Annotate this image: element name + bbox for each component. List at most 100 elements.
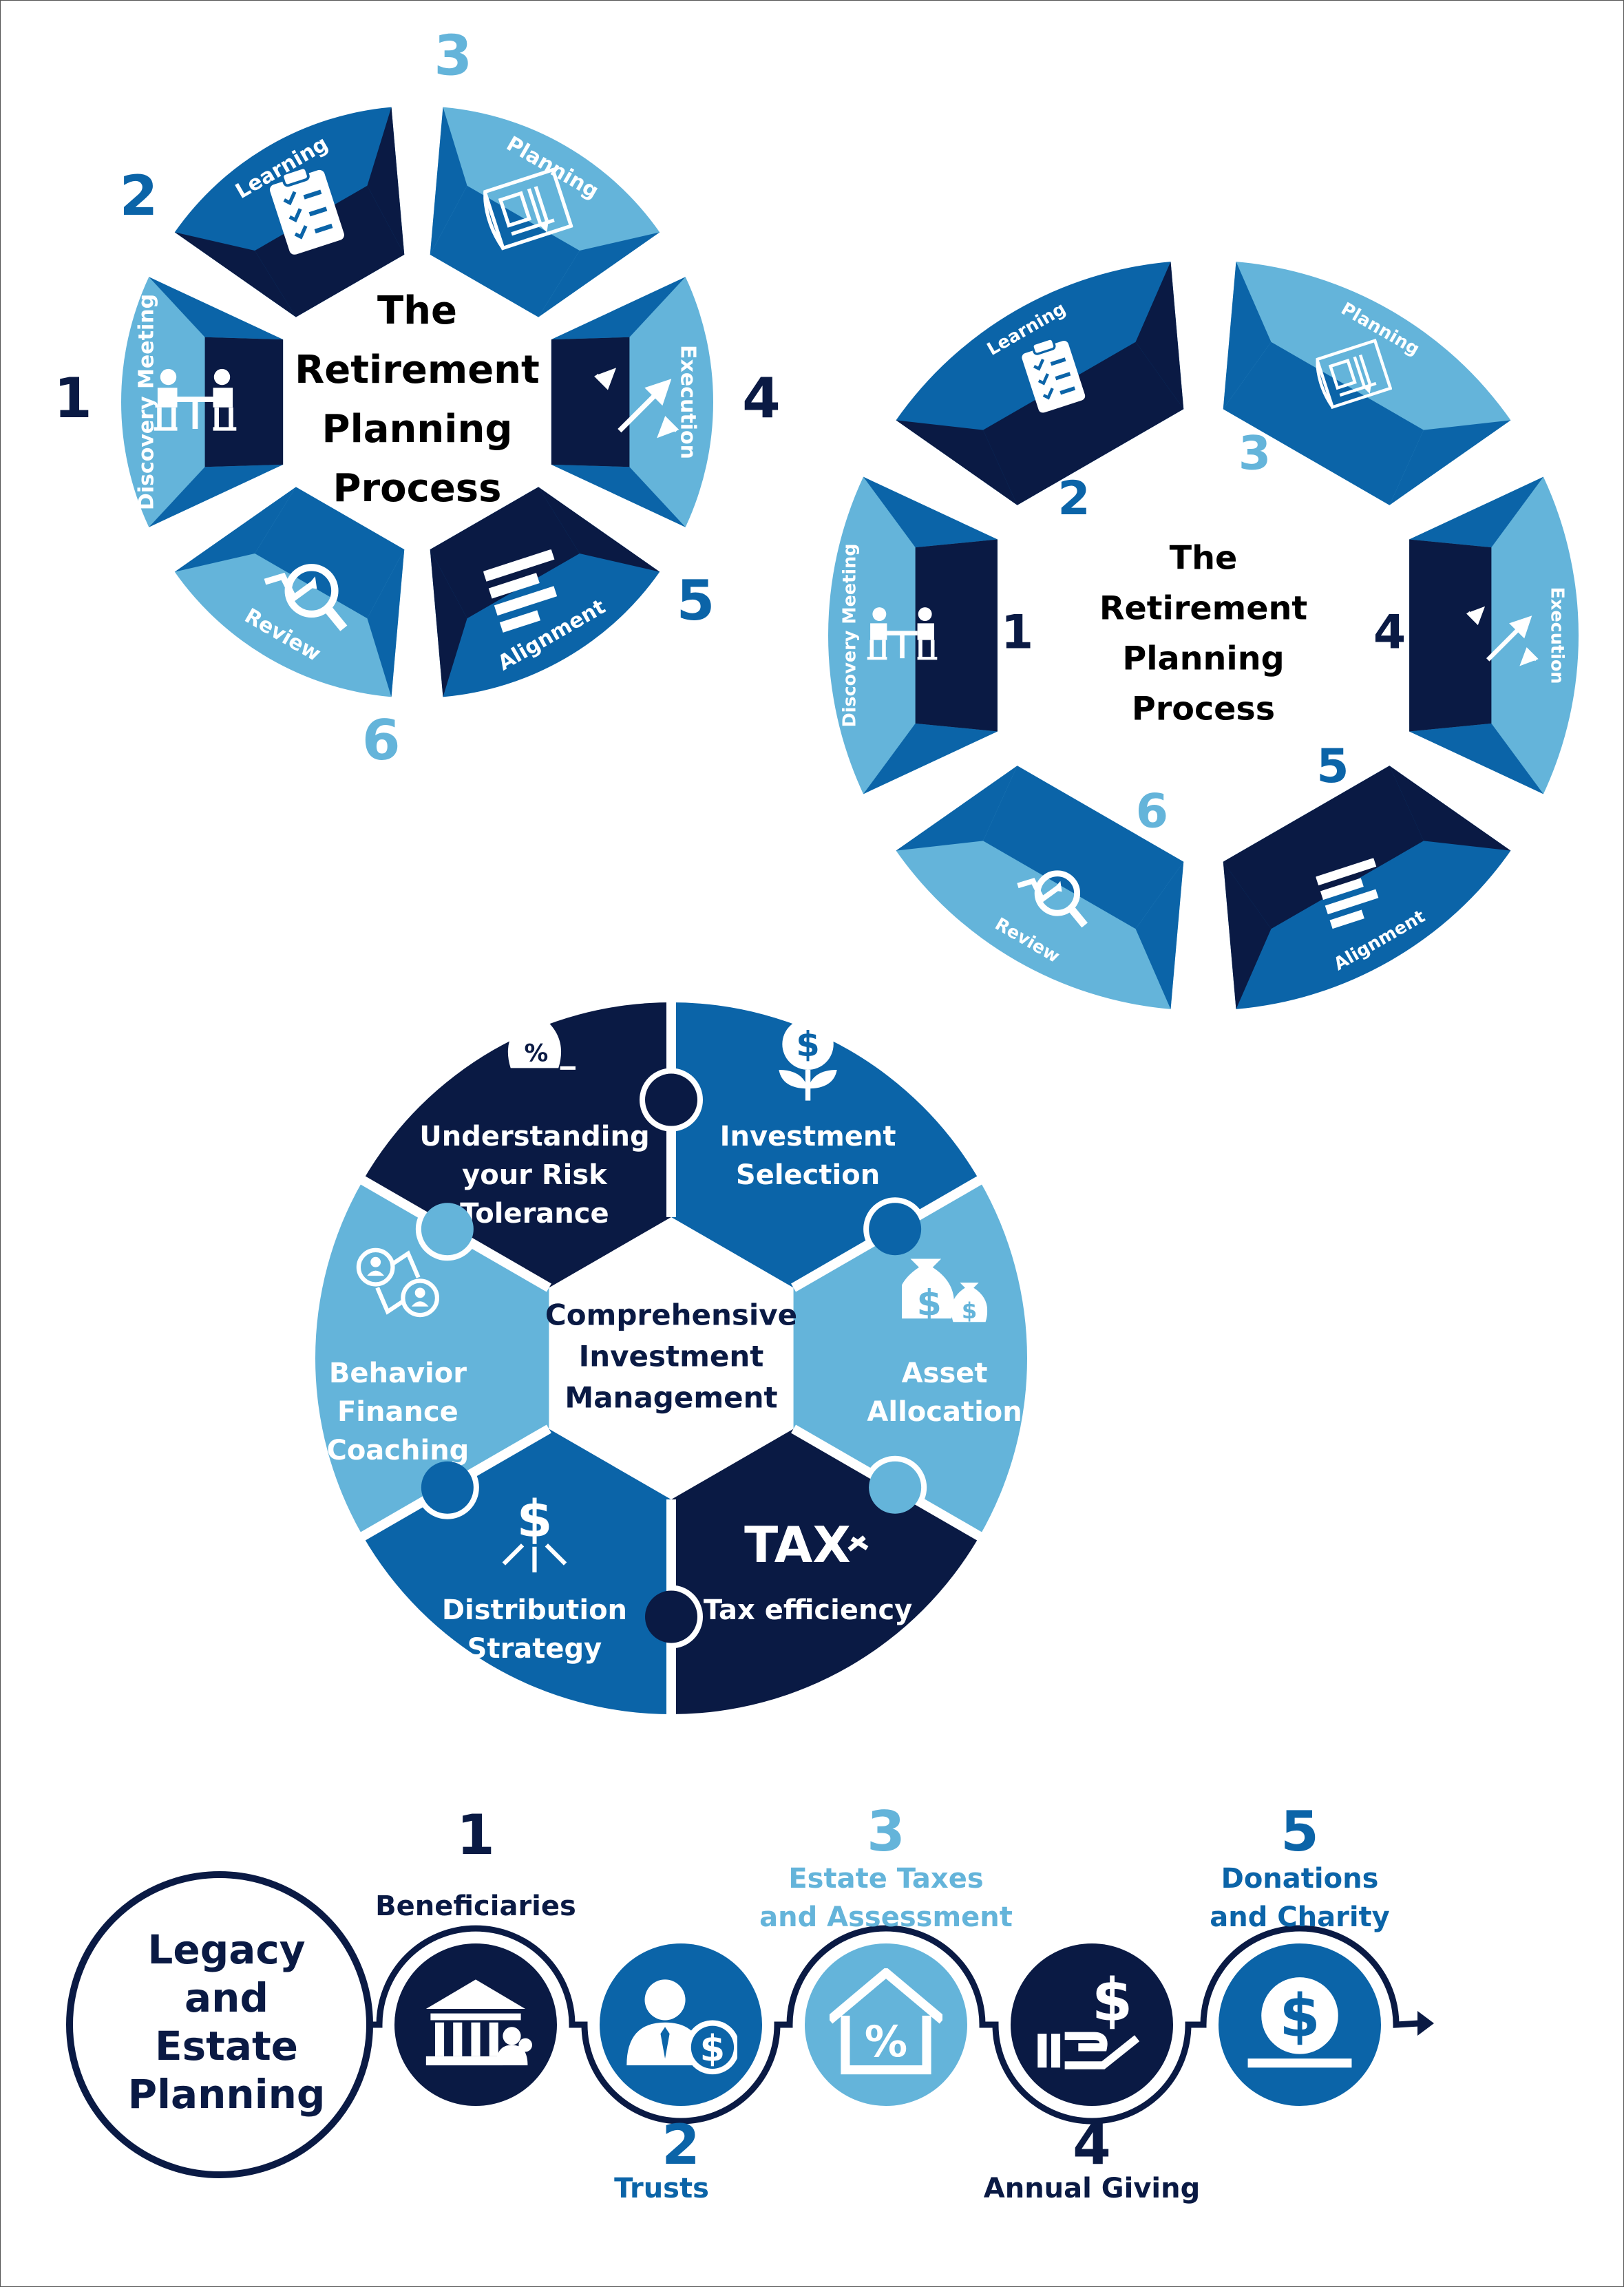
legacy-connector-path <box>370 1925 1420 2125</box>
legacy-title-line: Legacy <box>147 1926 305 1973</box>
legacy-title-line: and <box>184 1974 268 2021</box>
segment-fold-right <box>1389 420 1511 505</box>
puzzle-knob-fill <box>645 1590 697 1643</box>
step-number-1: 1 <box>1001 606 1033 660</box>
segment-fold-right <box>896 766 1017 851</box>
legacy-step-label: Annual Giving <box>984 2173 1200 2204</box>
legacy-step-label: Beneficiaries <box>375 1890 576 1922</box>
piece-label-line: Selection <box>736 1159 880 1191</box>
segment-fold-right <box>1135 262 1184 410</box>
step-number-2: 2 <box>120 164 158 228</box>
piece-label-line: Behavior <box>329 1358 467 1389</box>
segment-fold-left <box>551 277 686 340</box>
center-hexagon <box>549 1217 794 1499</box>
wheel-segment-1: Discovery Meeting 1 <box>828 476 1033 794</box>
segment-panel <box>983 766 1184 929</box>
segment-fold-right <box>174 487 296 572</box>
segment-panel <box>1409 539 1492 732</box>
segment-fold-left <box>1389 766 1511 851</box>
step-number-5: 5 <box>677 569 715 633</box>
wheel-title-line-4: Process <box>333 466 502 511</box>
segment-fold-left <box>538 487 660 572</box>
segment-fold-right <box>1223 861 1272 1009</box>
segment-label-1: Discovery Meeting <box>839 543 860 727</box>
puzzle-knob-fill <box>869 1461 922 1514</box>
wheel-title-line-4: Process <box>1132 691 1275 728</box>
legacy-step-number: 2 <box>662 2113 700 2177</box>
segment-fold-right <box>538 232 660 317</box>
segment-fold-left <box>1135 861 1184 1009</box>
segment-fold-right <box>430 549 467 697</box>
legacy-step-label: Donations <box>1221 1863 1379 1895</box>
step-number-3: 3 <box>434 24 472 88</box>
segment-fold-right <box>551 464 686 527</box>
step-number-4: 4 <box>1373 606 1406 660</box>
segment-label-4: Execution <box>1547 587 1568 684</box>
wheel-title-line-3: Planning <box>322 407 513 452</box>
legacy-step-label: and Charity <box>1210 1901 1389 1933</box>
step-number-4: 4 <box>742 366 781 430</box>
wheel-segment-4: Execution 4 <box>1373 476 1579 794</box>
wheel-title-line-1: The <box>377 288 457 333</box>
segment-panel <box>255 185 405 317</box>
legacy-title-line: Estate <box>155 2023 298 2069</box>
step-number-3: 3 <box>1238 427 1271 481</box>
segment-panel <box>1223 341 1424 505</box>
legacy-step-label: Trusts <box>614 2173 709 2204</box>
piece-label-line: Finance <box>337 1396 458 1428</box>
legacy-step-label: and Assessment <box>759 1901 1013 1933</box>
piece-label-line: Tolerance <box>460 1198 609 1230</box>
tax-icon-text: TAX <box>744 1516 851 1574</box>
puzzle-center-line: Management <box>565 1381 777 1415</box>
legacy-step-number: 3 <box>867 1800 905 1864</box>
segment-fold-left <box>863 723 998 794</box>
segment-fold-left <box>367 549 405 697</box>
legacy-step-number: 4 <box>1073 2113 1111 2177</box>
piece-label-line: Asset <box>902 1358 988 1389</box>
segment-fold-left <box>1223 262 1272 410</box>
segment-fold-right <box>1409 723 1543 794</box>
piece-label-line: Investment <box>720 1121 896 1152</box>
segment-fold-right <box>367 107 405 255</box>
piece-label-line: Tax efficiency <box>704 1594 912 1626</box>
piece-label-line: Strategy <box>467 1633 602 1665</box>
step-number-6: 6 <box>1136 785 1168 839</box>
puzzle-knob-fill <box>421 1461 474 1514</box>
piece-shape <box>315 1180 549 1537</box>
segment-fold-right <box>863 476 998 548</box>
piece-label-line: Distribution <box>442 1594 627 1626</box>
segment-panel <box>1223 766 1424 929</box>
piece-label-line: Allocation <box>867 1396 1022 1428</box>
step-number-6: 6 <box>362 708 401 772</box>
step-number-2: 2 <box>1057 472 1090 526</box>
segment-label-1: Discovery Meeting <box>135 294 159 510</box>
legacy-planning-chain: LegacyandEstatePlanning1Beneficiaries2Tr… <box>66 1800 1434 2204</box>
segment-fold-left <box>1409 476 1543 548</box>
puzzle-center-line: Comprehensive <box>545 1298 797 1332</box>
segment-fold-left <box>149 464 284 527</box>
wrench-icon <box>847 1535 869 1552</box>
segment-panel <box>430 185 580 317</box>
step-number-5: 5 <box>1316 739 1349 794</box>
puzzle-knob-fill <box>645 1073 697 1126</box>
legacy-arrowhead-icon <box>1417 2011 1434 2036</box>
wheel-title-line-1: The <box>1170 539 1238 577</box>
segment-panel <box>915 539 998 732</box>
puzzle-knob-fill <box>869 1203 922 1256</box>
piece-shape <box>793 1180 1027 1537</box>
piece-label-line: your Risk <box>462 1159 608 1191</box>
